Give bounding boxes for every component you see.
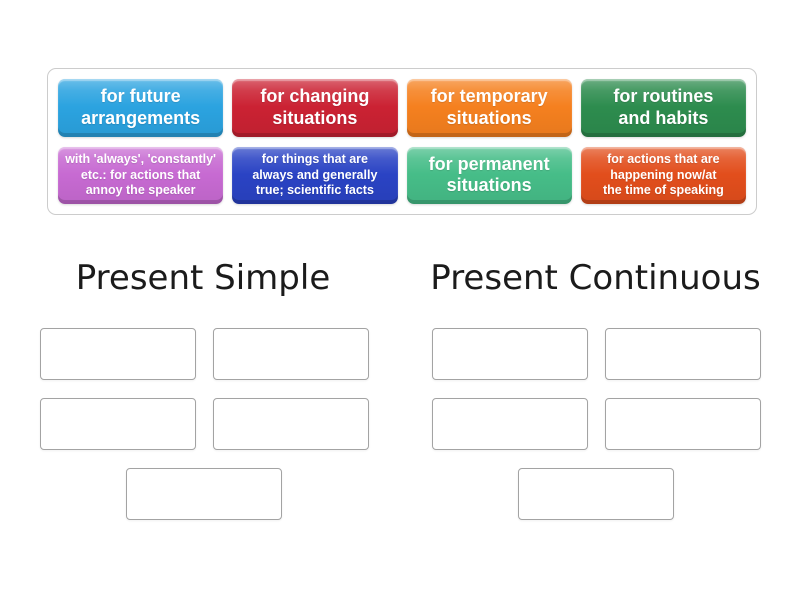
tile-routines-habits[interactable]: for routines and habits (580, 79, 746, 137)
drop-slot[interactable] (431, 328, 588, 380)
tile-temporary-situations[interactable]: for temporary situations (406, 79, 572, 137)
tile-future-arrangements[interactable]: for future arrangements (58, 79, 224, 137)
tile-permanent-situations[interactable]: for permanent situations (406, 146, 572, 204)
drop-slot[interactable] (39, 328, 196, 380)
group-title-present-simple: Present Simple (75, 258, 331, 298)
drop-slot[interactable] (518, 468, 674, 520)
group-present-simple-slots (38, 328, 370, 520)
tile-happening-now[interactable]: for actions that are happening now/at th… (580, 146, 746, 204)
drop-slot[interactable] (212, 398, 369, 450)
drop-slot[interactable] (126, 468, 282, 520)
drop-slot[interactable] (604, 398, 761, 450)
drop-slot[interactable] (431, 398, 588, 450)
drop-slot[interactable] (604, 328, 761, 380)
group-title-present-continuous: Present Continuous (430, 258, 761, 298)
tile-general-truths-facts[interactable]: for things that are always and generally… (232, 146, 398, 204)
tile-changing-situations[interactable]: for changing situations (232, 79, 398, 137)
tile-always-constantly-annoy[interactable]: with 'always', 'constantly' etc.: for ac… (58, 146, 224, 204)
group-present-continuous-slots (429, 328, 763, 520)
drop-slot[interactable] (212, 328, 369, 380)
drop-slot[interactable] (39, 398, 196, 450)
tile-tray: for future arrangements for changing sit… (47, 68, 757, 215)
